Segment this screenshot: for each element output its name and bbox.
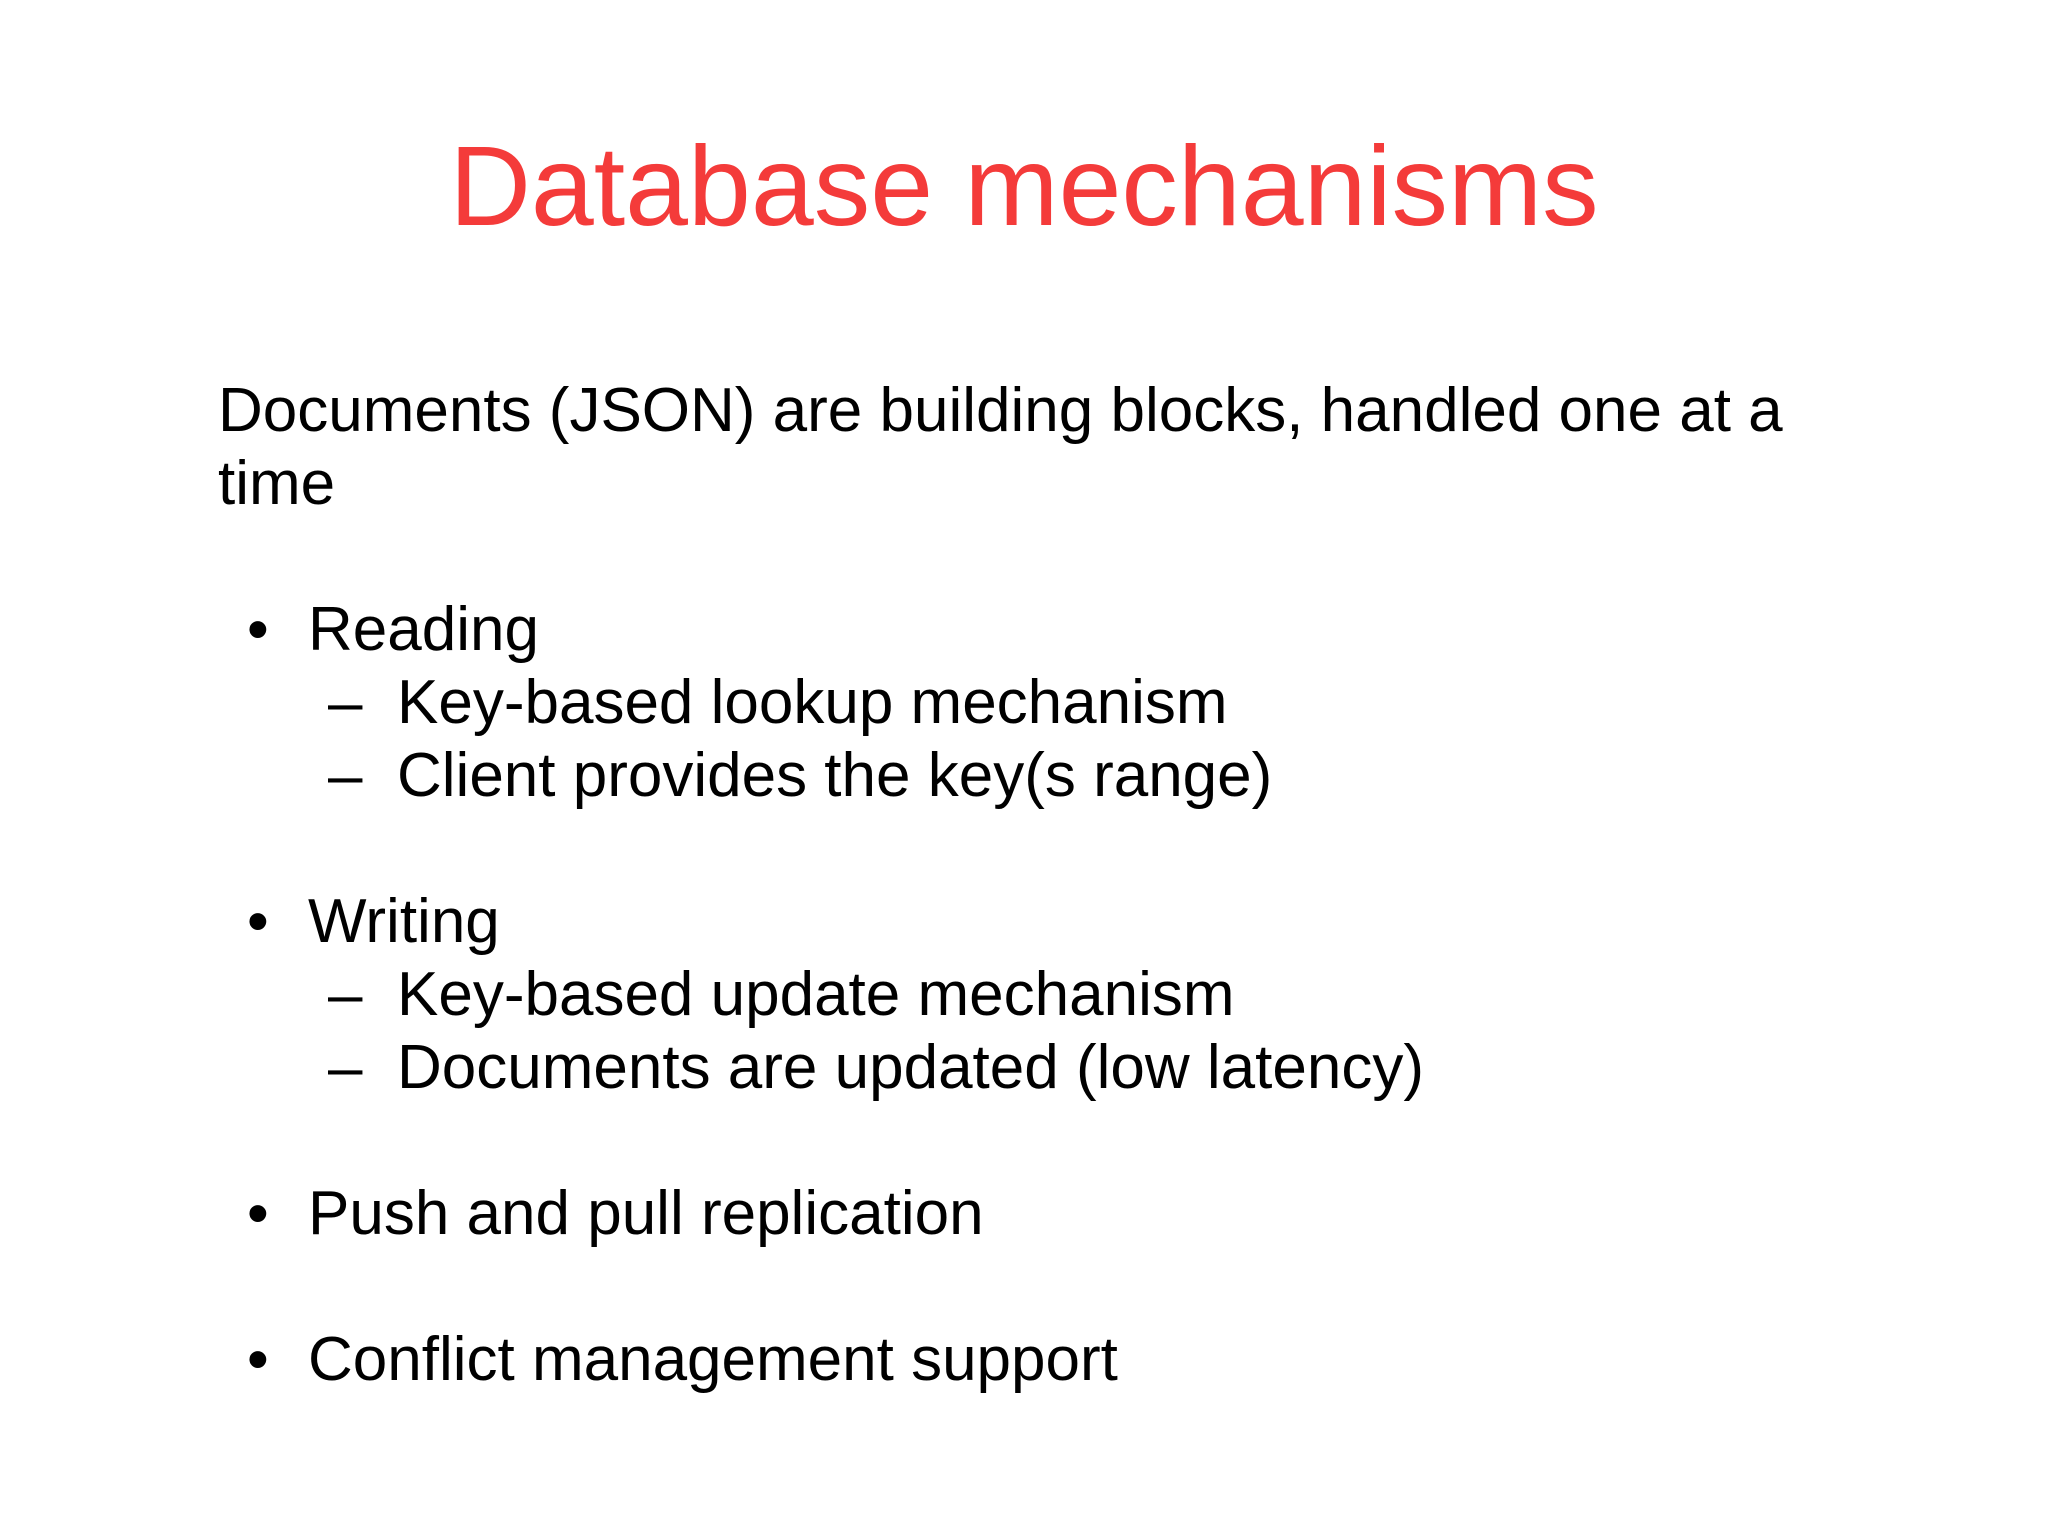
- dash-icon: –: [328, 741, 363, 810]
- dash-icon: –: [328, 1033, 363, 1102]
- slide-title: Database mechanisms: [449, 123, 1599, 249]
- bullet-dot-icon: •: [247, 887, 269, 956]
- dash-icon: –: [328, 668, 363, 737]
- bullet-item: • Push and pull replication: [218, 1177, 1784, 1250]
- intro-paragraph: Documents (JSON) are building blocks, ha…: [218, 376, 1783, 518]
- sub-bullet-label: Key-based lookup mechanism: [397, 668, 1228, 737]
- sub-bullet-item: –Client provides the key(s range): [218, 739, 1784, 812]
- bullet-group-writing: • Writing –Key-based update mechanism –Do…: [218, 885, 1784, 1104]
- bullet-group-conflict: • Conflict management support: [218, 1323, 1784, 1396]
- sub-bullet-label: Client provides the key(s range): [397, 741, 1273, 810]
- bullet-item: • Writing: [218, 885, 1784, 958]
- bullet-label: Push and pull replication: [308, 1179, 984, 1248]
- sub-bullet-label: Documents are updated (low latency): [397, 1033, 1424, 1102]
- bullet-label: Writing: [308, 887, 500, 956]
- bullet-item: • Conflict management support: [218, 1323, 1784, 1396]
- bullet-dot-icon: •: [247, 1179, 269, 1248]
- dash-icon: –: [328, 960, 363, 1029]
- bullet-group-replication: • Push and pull replication: [218, 1177, 1784, 1250]
- sub-bullet-item: –Documents are updated (low latency): [218, 1031, 1784, 1104]
- bullet-item: • Reading: [218, 593, 1784, 666]
- bullet-dot-icon: •: [247, 595, 269, 664]
- bullet-label: Conflict management support: [308, 1325, 1118, 1394]
- bullet-dot-icon: •: [247, 1325, 269, 1394]
- slide-body: Documents (JSON) are building blocks, ha…: [218, 374, 1784, 1396]
- sub-bullet-item: –Key-based lookup mechanism: [218, 666, 1784, 739]
- sub-bullet-label: Key-based update mechanism: [397, 960, 1235, 1029]
- bullet-label: Reading: [308, 595, 539, 664]
- bullet-group-reading: • Reading –Key-based lookup mechanism –Cl…: [218, 593, 1784, 812]
- sub-bullet-item: –Key-based update mechanism: [218, 958, 1784, 1031]
